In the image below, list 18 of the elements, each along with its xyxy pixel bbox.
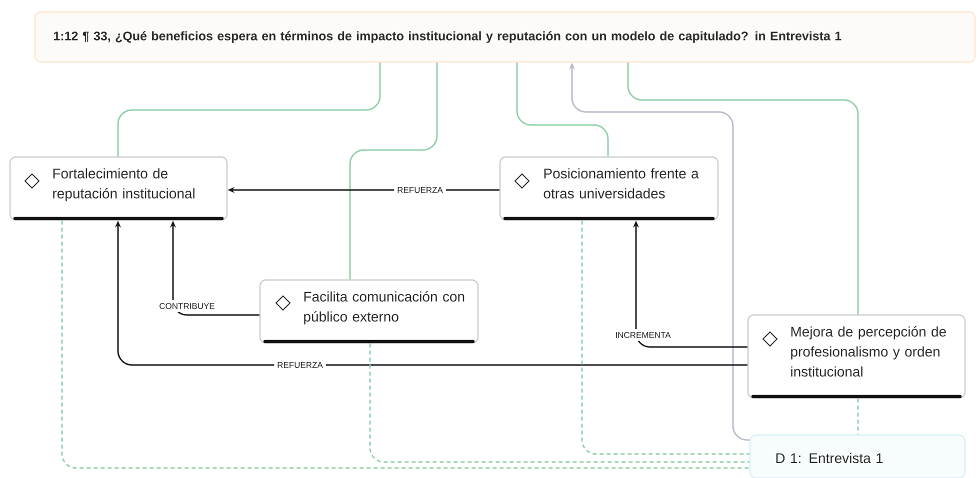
edge-label: CONTRIBUYE — [156, 300, 218, 312]
edge-label: INCREMENTA — [612, 328, 674, 341]
code-box: Mejora de percepción de profesionalismo y orden institucional — [747, 314, 966, 399]
connector-line — [369, 344, 750, 463]
connector-line — [61, 220, 750, 469]
code-box: Fortalecimiento de reputación institucional — [9, 156, 228, 221]
connector-line — [349, 62, 438, 280]
code-box: Facilita comunicación con público externo — [259, 279, 479, 344]
edge-label: REFUERZA — [394, 184, 446, 196]
code-box: Posicionamiento frente a otras universidades — [499, 156, 719, 221]
quote-box: 1:12 ¶ 33, ¿Qué beneficios espera en términos de impacto institucional y reputación con un modelo de capitulado? in Entrevista 1 — [34, 11, 976, 63]
connector-line — [117, 62, 381, 156]
document-box: D 1: Entrevista 1 — [749, 434, 966, 478]
edge-label: REFUERZA — [274, 359, 326, 371]
connector-line — [516, 62, 609, 156]
connector-line — [581, 220, 750, 455]
connector-line — [627, 62, 859, 314]
connector-line — [857, 398, 859, 434]
